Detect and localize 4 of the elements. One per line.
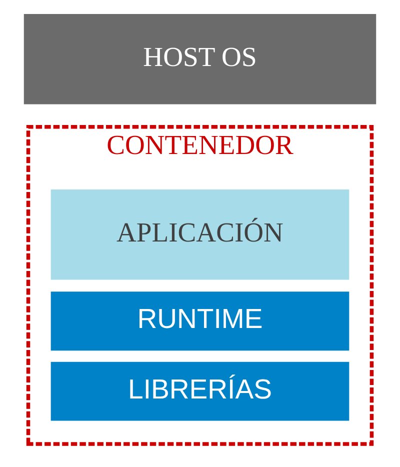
node-box: HOST OS	[24, 14, 376, 104]
node-box: LIBRERÍAS	[50, 361, 350, 420]
node-box: RUNTIME	[50, 291, 350, 350]
node-box: APLICACIÓN	[50, 189, 350, 280]
